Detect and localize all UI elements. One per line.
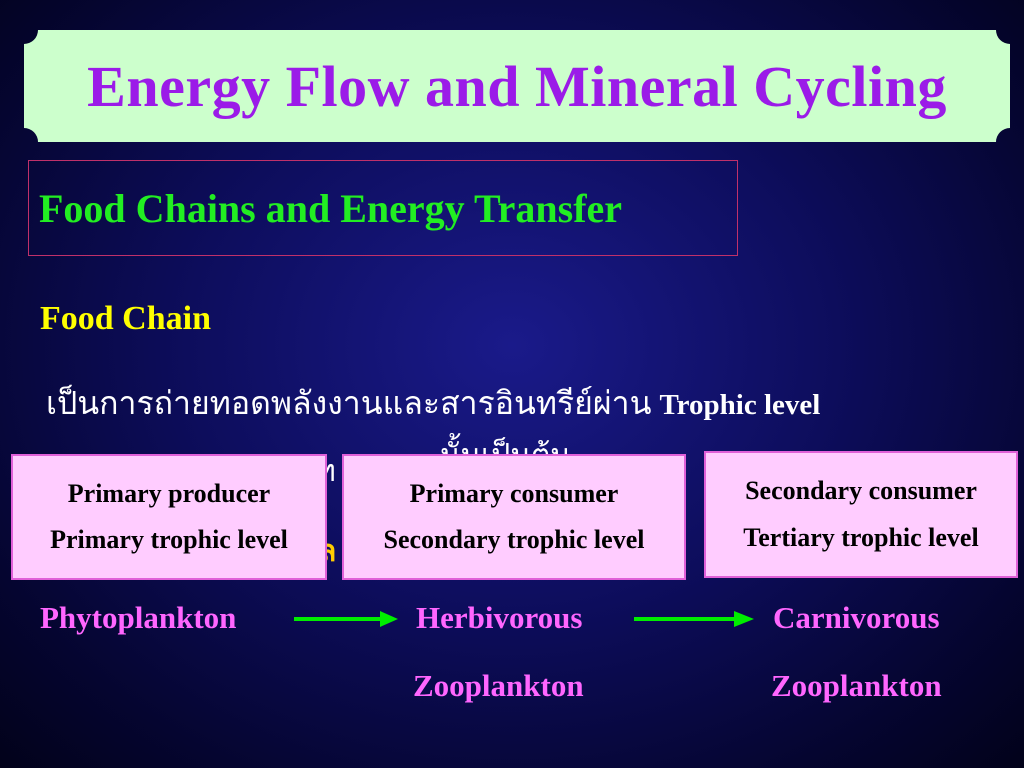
trophic-level-term: Trophic level <box>659 389 821 421</box>
organism-phytoplankton: Phytoplankton <box>40 600 237 635</box>
trophic-level: Tertiary trophic level <box>743 523 979 552</box>
trophic-box-producer: Primary producer Primary trophic level <box>11 454 327 580</box>
trophic-role: Primary producer <box>67 478 271 508</box>
trophic-box-secondary-consumer: Secondary consumer Tertiary trophic leve… <box>704 451 1018 578</box>
organism-herbivorous: Herbivorous <box>416 600 583 635</box>
organism-carnivorous: Carnivorous <box>773 600 940 635</box>
subtitle-text: Food Chains and Energy Transfer <box>39 185 623 231</box>
title-banner-shape <box>24 30 1010 142</box>
trophic-role: Primary consumer <box>409 478 619 508</box>
thai-description: เป็นการถ่ายทอดพลังงานและสารอินทรีย์ผ่าน … <box>46 378 820 429</box>
organism-herbivorous-sub: Zooplankton <box>413 668 584 703</box>
arrow-right-icon <box>294 611 398 627</box>
trophic-level: Secondary trophic level <box>383 525 645 555</box>
slide-title: Energy Flow and Mineral Cycling <box>87 53 947 119</box>
food-chain-heading: Food Chain <box>40 300 211 337</box>
trophic-level: Primary trophic level <box>50 525 288 555</box>
organism-carnivorous-sub: Zooplankton <box>771 668 942 703</box>
thai-description-text: เป็นการถ่ายทอดพลังงานและสารอินทรีย์ผ่าน <box>46 385 660 421</box>
arrow-right-icon <box>634 611 754 627</box>
trophic-role: Secondary consumer <box>745 476 977 505</box>
title-banner: Energy Flow and Mineral Cycling <box>24 30 1010 142</box>
trophic-box-primary-consumer: Primary consumer Secondary trophic level <box>342 454 686 580</box>
subtitle-box: Food Chains and Energy Transfer <box>28 160 738 256</box>
